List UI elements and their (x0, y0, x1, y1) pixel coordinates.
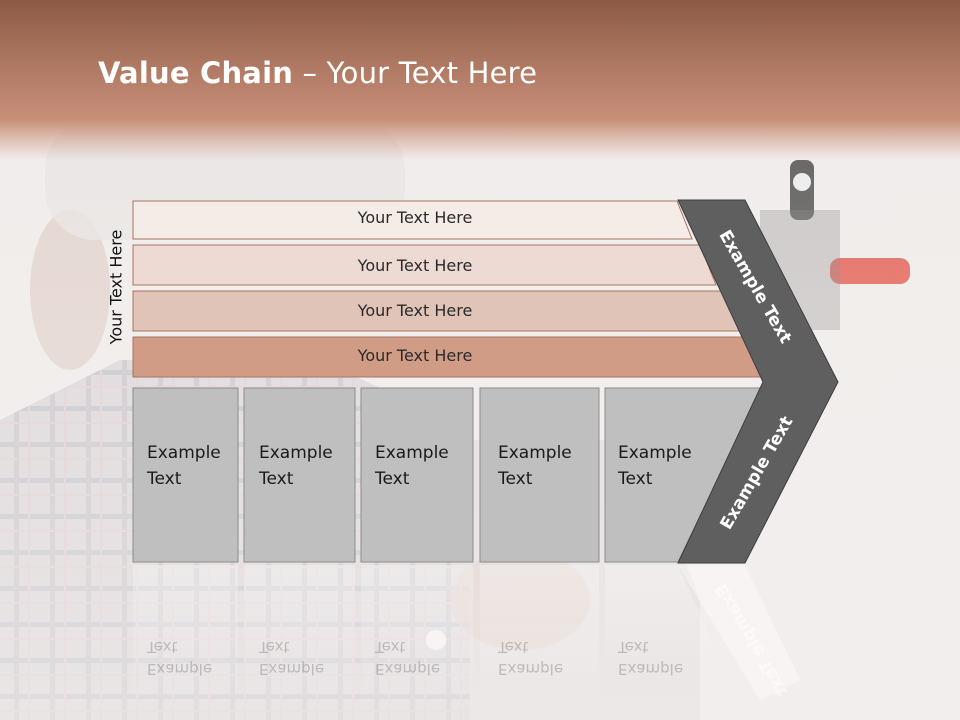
cell-2-line2: Text (259, 469, 294, 489)
band-2-label: Your Text Here (357, 256, 473, 275)
cell-4-line1: Example (498, 443, 572, 463)
side-label: Your Text Here (106, 229, 126, 345)
cell-5-line2: Text (618, 469, 653, 489)
cell-1-line1: Example (147, 443, 221, 463)
title-bold: Value Chain (98, 56, 294, 90)
band-1-shape (132, 200, 693, 240)
page-title: Value Chain – Your Text Here (98, 56, 537, 90)
band-4-label: Your Text Here (357, 346, 473, 365)
cell-3-line2: Text (375, 469, 410, 489)
cell-1-shape (132, 387, 239, 563)
title-rest: – Your Text Here (293, 56, 538, 90)
band-2-shape (132, 244, 717, 286)
chevron-shape (677, 199, 839, 564)
cell-2-shape (243, 387, 356, 563)
cell-3-line1: Example (375, 443, 449, 463)
cell-4-line2: Text (498, 469, 533, 489)
band-1-label: Your Text Here (357, 208, 473, 227)
cell-5-line1: Example (618, 443, 692, 463)
cell-1-line2: Text (147, 469, 182, 489)
band-3-label: Your Text Here (357, 301, 473, 320)
cell-4-shape (479, 387, 600, 563)
cell-2-line1: Example (259, 443, 333, 463)
cell-3-shape (360, 387, 474, 563)
